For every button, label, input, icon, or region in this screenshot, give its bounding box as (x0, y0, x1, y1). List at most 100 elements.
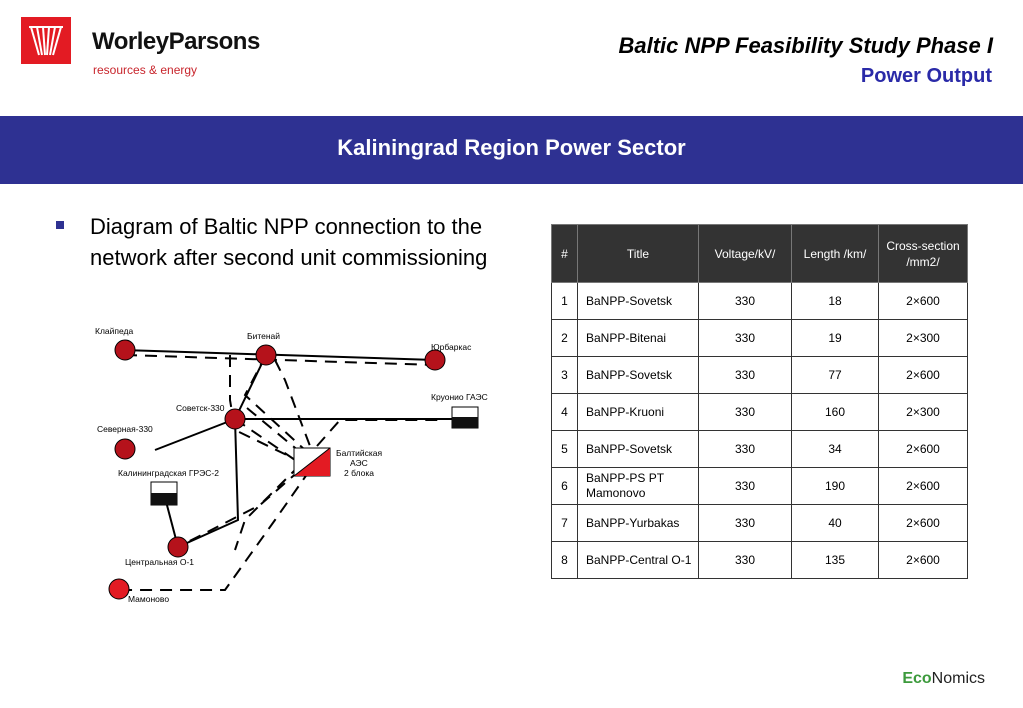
cell-title: BaNPP-Bitenai (577, 319, 699, 357)
node-central (167, 536, 189, 558)
cell-length: 190 (791, 467, 879, 505)
cell-cross-section: 2×600 (878, 356, 968, 394)
cell-cross-section: 2×300 (878, 393, 968, 431)
bullet-text: Diagram of Baltic NPP connection to the … (90, 214, 488, 270)
cell-title: BaNPP-Central O-1 (577, 541, 699, 579)
cell-length: 160 (791, 393, 879, 431)
cell-cross-section: 2×600 (878, 541, 968, 579)
cell-voltage: 330 (698, 541, 792, 579)
dashed-bitenai-npp-2 (274, 359, 311, 447)
page-subtitle: Power Output (860, 65, 992, 87)
cell-cross-section: 2×600 (878, 282, 968, 320)
label-baltic-3: 2 блока (344, 468, 374, 478)
cell-number: 2 (551, 319, 578, 357)
line-sovetsk-severnaya (154, 418, 236, 451)
label-mamonovo: Мамоново (128, 594, 169, 604)
dashed-npp-central (177, 469, 301, 548)
cell-number: 6 (551, 467, 578, 505)
dashed-npp-mamonovo (125, 469, 311, 591)
dashed-bitenai-npp-1 (243, 354, 306, 451)
banner-title: Kaliningrad Region Power Sector (337, 135, 686, 160)
col-cross-section: Cross-section /mm2/ (878, 224, 968, 283)
node-yurbarkas (424, 349, 446, 371)
brand-tagline: resources & energy (93, 63, 198, 77)
cell-cross-section: 2×600 (878, 467, 968, 505)
cell-voltage: 330 (698, 393, 792, 431)
node-sovetsk (224, 408, 246, 430)
dashed-sovetsk-npp (234, 418, 296, 461)
dashed-kruonio-npp (316, 419, 445, 447)
eco-logo-part2: Nomics (931, 670, 985, 687)
label-central: Центральная О-1 (125, 557, 194, 567)
col-title: Title (577, 224, 699, 283)
label-kruonio: Круонио ГАЭС (431, 392, 488, 402)
dashed-klaipeda-yurbarkas (124, 354, 436, 366)
bullet-square-icon (56, 221, 64, 229)
cell-voltage: 330 (698, 319, 792, 357)
cell-voltage: 330 (698, 504, 792, 542)
cell-voltage: 330 (698, 467, 792, 505)
cell-number: 3 (551, 356, 578, 394)
cell-cross-section: 2×600 (878, 504, 968, 542)
line-sovetsk-central (177, 418, 240, 548)
cell-title: BaNPP-Yurbakas (577, 504, 699, 542)
economics-logo: EcoNomics (902, 670, 985, 688)
node-bitenai (255, 344, 277, 366)
connection-table: # Title Voltage/kV/ Length /km/ Cross-se… (551, 224, 968, 579)
cell-number: 1 (551, 282, 578, 320)
section-banner: Kaliningrad Region Power Sector (0, 116, 1023, 184)
kaliningrad-gres-icon (150, 481, 178, 506)
cell-voltage: 330 (698, 282, 792, 320)
cell-title: BaNPP-Kruoni (577, 393, 699, 431)
dashed-npp-severnaya (234, 464, 301, 551)
node-mamonovo (108, 578, 130, 600)
cell-title: BaNPP-Sovetsk (577, 430, 699, 468)
cell-title: BaNPP-PS PT Mamonovo (577, 467, 699, 505)
cell-title: BaNPP-Sovetsk (577, 356, 699, 394)
line-klaipeda-yurbarkas (124, 349, 436, 361)
table-header-row: # Title Voltage/kV/ Length /km/ Cross-se… (551, 224, 968, 283)
cell-number: 5 (551, 430, 578, 468)
dashed-sovetsk-npp-2 (246, 407, 301, 453)
col-voltage: Voltage/kV/ (698, 224, 792, 283)
label-sovetsk: Советск-330 (176, 403, 225, 413)
network-diagram: Клайпеда Битенай Юрбаркас Круонио ГАЭС С… (95, 326, 488, 604)
label-kaliningrad-gres: Калининградская ГРЭС-2 (118, 468, 219, 478)
node-severnaya (114, 438, 136, 460)
cell-length: 135 (791, 541, 879, 579)
cell-voltage: 330 (698, 356, 792, 394)
label-klaipeda: Клайпеда (95, 326, 133, 336)
page-title: Baltic NPP Feasibility Study Phase I (618, 33, 993, 58)
cell-length: 18 (791, 282, 879, 320)
eco-logo-part1: Eco (902, 670, 932, 687)
cell-number: 7 (551, 504, 578, 542)
col-number: # (551, 224, 578, 283)
label-severnaya: Северная-330 (97, 424, 153, 434)
baltic-npp-icon (293, 447, 331, 477)
cell-length: 77 (791, 356, 879, 394)
label-baltic-1: Балтийская (336, 448, 383, 458)
kruonio-plant-icon (451, 406, 479, 429)
cell-length: 19 (791, 319, 879, 357)
label-baltic-2: АЭС (350, 458, 368, 468)
col-length: Length /km/ (791, 224, 879, 283)
cell-title: BaNPP-Sovetsk (577, 282, 699, 320)
cell-number: 4 (551, 393, 578, 431)
node-klaipeda (114, 339, 136, 361)
label-bitenai: Битенай (247, 331, 280, 341)
cell-cross-section: 2×300 (878, 319, 968, 357)
brand-name: WorleyParsons (92, 28, 260, 55)
cell-cross-section: 2×600 (878, 430, 968, 468)
cell-number: 8 (551, 541, 578, 579)
cell-voltage: 330 (698, 430, 792, 468)
cell-length: 34 (791, 430, 879, 468)
label-yurbarkas: Юрбаркас (431, 342, 472, 352)
